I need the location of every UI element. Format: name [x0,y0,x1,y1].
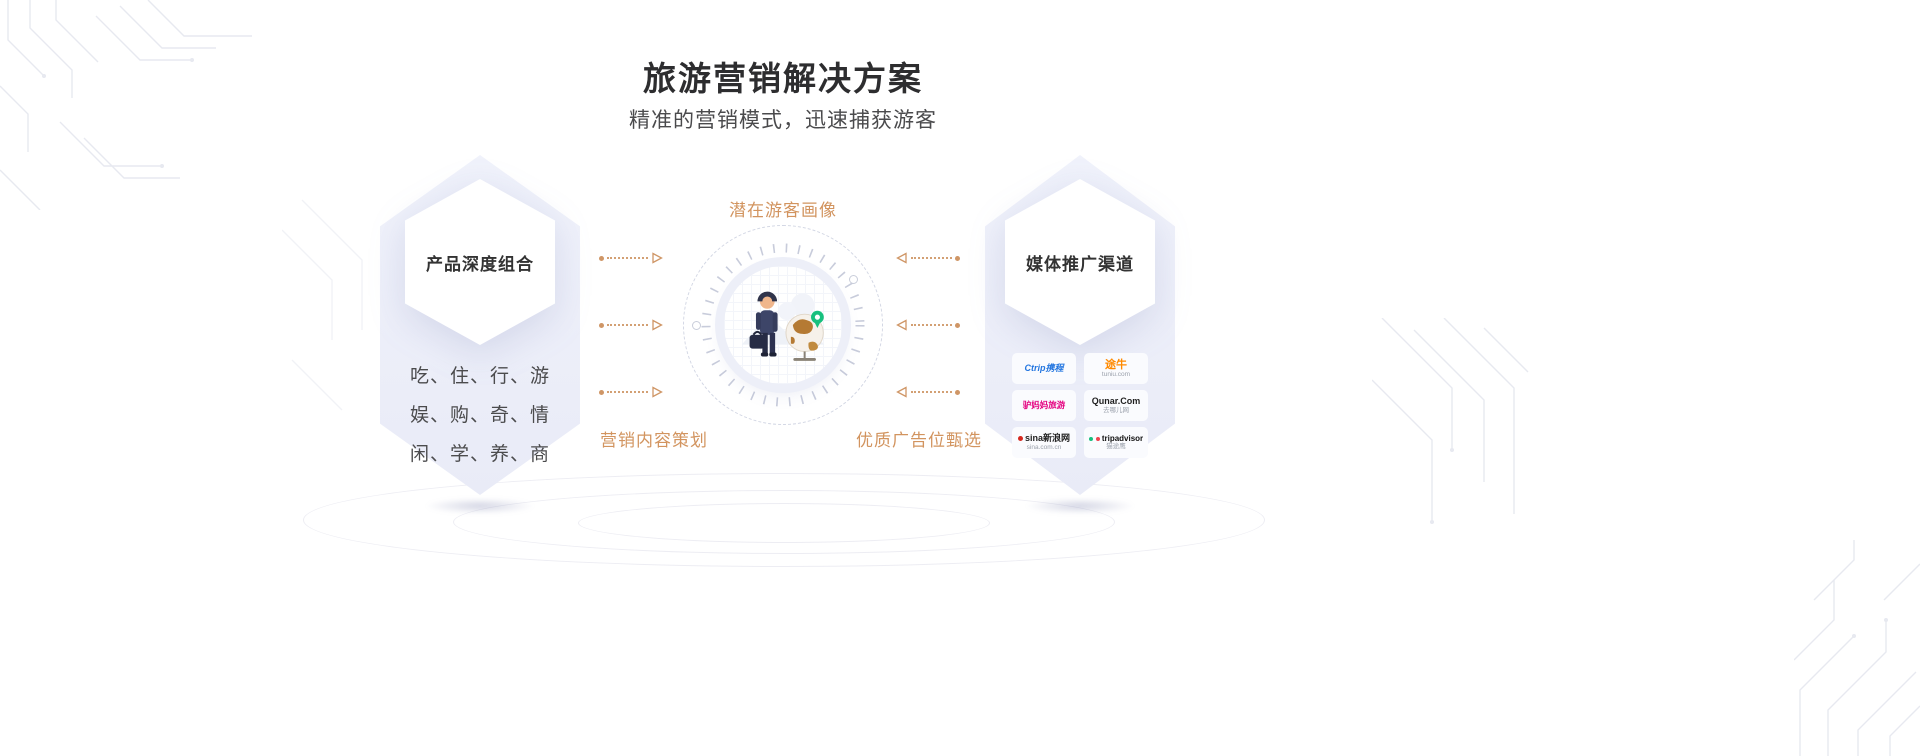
arrow-dot [955,389,960,395]
tripadvisor-logo: tripadvisor 猫途鹰 [1084,427,1148,458]
triangle-left-icon [896,386,907,398]
left-panel-shadow [425,498,535,514]
arrow-dot [955,255,960,261]
arrow-dot [599,389,604,395]
dashed-ring [683,225,883,425]
ctrip-logo: Ctrip携程 [1012,353,1076,384]
lvmama-logo: 驴妈妈旅游 [1012,390,1076,421]
traveler-illustration [724,266,842,384]
label-potential-tourist-profile: 潜在游客画像 [729,201,837,220]
sina-logo: sina新浪网 sina.com.cn [1012,427,1076,458]
right-panel-title: 媒体推广渠道 [1026,254,1134,274]
qunar-logo: Qunar.Com 去哪儿网 [1084,390,1148,421]
platform-ellipse-outer [303,473,1265,567]
platform-ellipse-inner [578,503,990,543]
dotted-line [607,257,648,259]
left-title-hexagon: 产品深度组合 [405,179,555,345]
platform-ellipse-middle [453,490,1115,554]
right-title-hexagon: 媒体推广渠道 [1005,179,1155,345]
tick-ring [701,243,865,407]
product-line-3: 闲、学、养、商 [409,444,550,465]
product-elements-list: 吃、住、行、游 娱、购、奇、情 闲、学、养、商 [380,357,580,474]
label-marketing-content-planning: 营销内容策划 [600,431,708,450]
flow-arrow-left-3 [599,386,663,398]
arrow-dot [599,255,604,261]
label-quality-ad-selection: 优质广告位甄选 [856,431,982,450]
triangle-left-icon [896,319,907,331]
page-subtitle: 精准的营销模式，迅速捕获游客 [629,109,937,132]
dotted-line [911,391,952,393]
arrow-dot [599,322,604,328]
triangle-right-icon [652,319,663,331]
ring-dot [692,321,701,330]
dotted-line [911,257,952,259]
right-panel-media-channels: 媒体推广渠道 Ctrip携程 途牛 tuniu.com 驴妈妈旅游 Qunar.… [985,155,1175,495]
flow-arrow-left-1 [599,252,663,264]
dotted-line [607,324,648,326]
ring-dot [849,275,858,284]
circuit-pattern-bottom-right [1794,540,1920,756]
product-line-2: 娱、购、奇、情 [409,405,550,426]
flow-arrow-right-2 [896,319,960,331]
arrow-dot [955,322,960,328]
triangle-right-icon [652,252,663,264]
left-panel-title: 产品深度组合 [426,254,534,274]
media-logo-grid: Ctrip携程 途牛 tuniu.com 驴妈妈旅游 Qunar.Com 去哪儿… [1012,353,1148,458]
flow-arrow-right-1 [896,252,960,264]
flow-arrow-right-3 [896,386,960,398]
product-line-1: 吃、住、行、游 [409,366,550,387]
page-title: 旅游营销解决方案 [643,60,923,97]
right-panel-shadow [1025,498,1135,514]
left-panel-product-combination: 产品深度组合 吃、住、行、游 娱、购、奇、情 闲、学、养、商 [380,155,580,495]
dotted-line [607,391,648,393]
triangle-left-icon [896,252,907,264]
triangle-right-icon [652,386,663,398]
dotted-line [911,324,952,326]
tuniu-logo: 途牛 tuniu.com [1084,353,1148,384]
center-dial [683,225,883,425]
flow-arrow-left-2 [599,319,663,331]
